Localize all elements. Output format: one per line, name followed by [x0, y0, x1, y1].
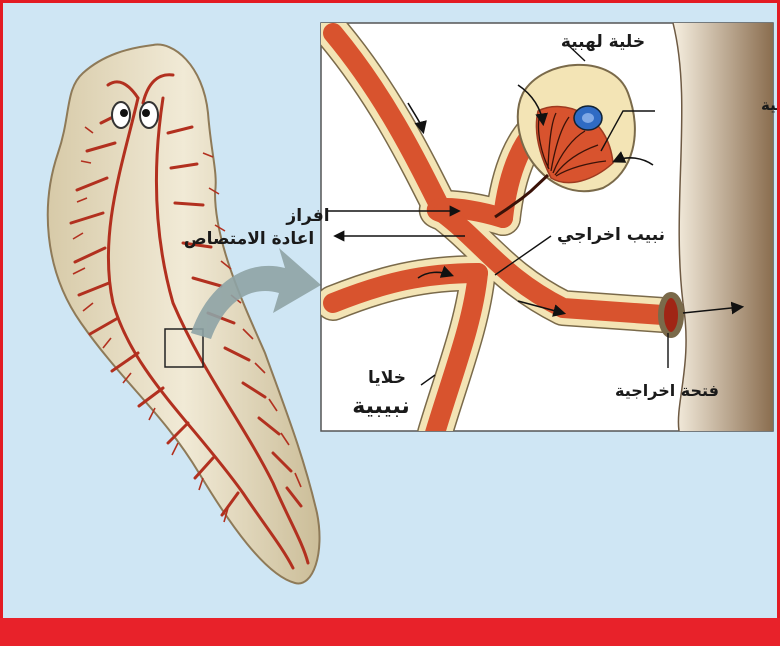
label-excretory-pore: فتحة اخراجية [615, 381, 719, 400]
bottom-color-bar [0, 618, 780, 646]
label-tubule-cells-1: خلايا [368, 368, 406, 388]
planaria-worm [48, 45, 320, 584]
worm-body [48, 45, 320, 584]
label-reabsorption: اعادة الامتصاص [184, 229, 314, 249]
body-wall-tissue [673, 23, 773, 431]
excretory-pore [661, 295, 681, 335]
label-flame-cilia-line: اهداب الخلية اللهبية [761, 96, 780, 114]
label-tubule-cells-2: نبيبية [352, 394, 410, 419]
label-secretion: افراز [285, 206, 329, 226]
planaria-excretion-diagram: خلية لهبية اهداب الخلية اللهبية افراز اع… [3, 3, 780, 646]
label-flame-cell: خلية لهبية [561, 32, 645, 52]
label-excretory-tubule: نبيب اخراجي [557, 225, 665, 245]
